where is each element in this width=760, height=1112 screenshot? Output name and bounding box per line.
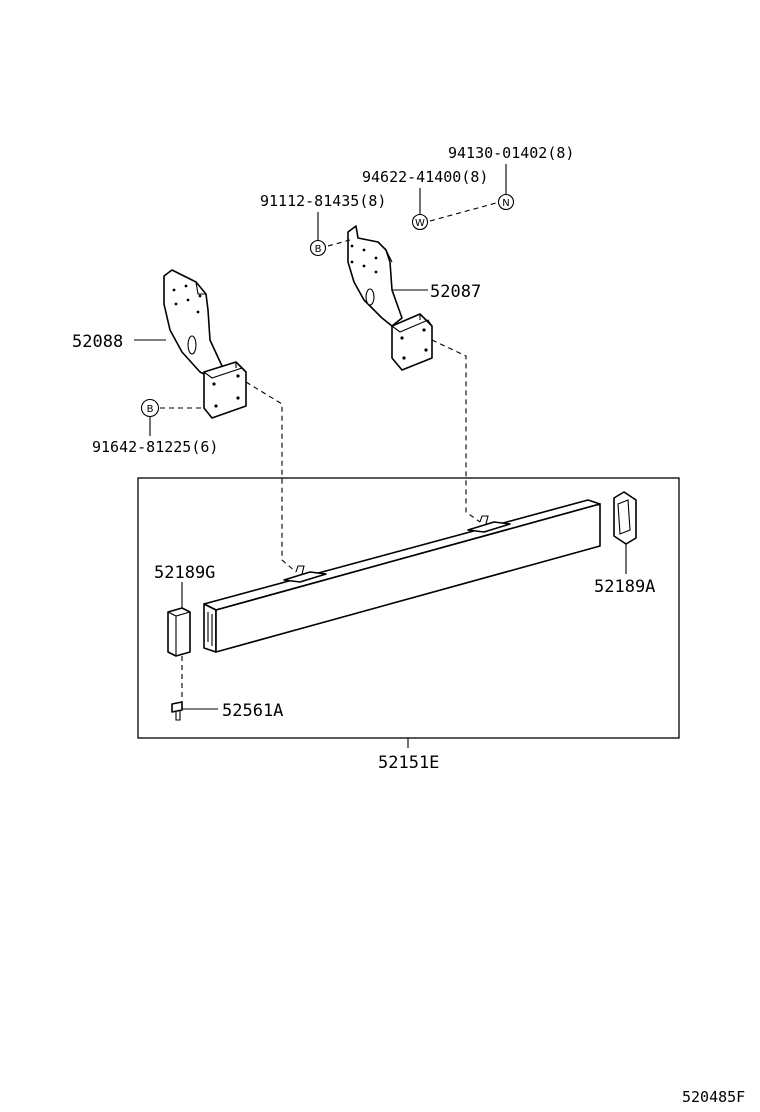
clip-52561A bbox=[171, 701, 183, 721]
bumper-bar bbox=[203, 499, 601, 653]
svg-text:B: B bbox=[147, 404, 154, 415]
svg-text:W: W bbox=[415, 218, 425, 229]
drawing-id: 520485F bbox=[682, 1088, 745, 1106]
label-52189A: 52189A bbox=[594, 577, 655, 597]
dash-right-bracket-to-bar bbox=[431, 339, 481, 523]
label-91642-81225: 91642-81225(6) bbox=[92, 438, 218, 456]
label-94130-01402: 94130-01402(8) bbox=[448, 144, 574, 162]
dash-left-bracket-to-bar bbox=[245, 381, 297, 573]
pad-52189G bbox=[167, 607, 191, 657]
bracket-52087 bbox=[347, 225, 433, 371]
symbol-n: N bbox=[497, 193, 515, 211]
symbol-b-top: B bbox=[309, 239, 327, 257]
bracket-52088 bbox=[163, 269, 247, 419]
symbol-w: W bbox=[411, 213, 429, 231]
symbol-b-left: B bbox=[140, 398, 160, 418]
label-52151E: 52151E bbox=[378, 753, 439, 773]
label-91112-81435: 91112-81435(8) bbox=[260, 192, 386, 210]
dash-bolt-chain bbox=[327, 202, 497, 247]
svg-text:N: N bbox=[502, 198, 509, 209]
label-52087: 52087 bbox=[430, 282, 481, 302]
label-52189G: 52189G bbox=[154, 563, 215, 583]
pad-52189A bbox=[613, 491, 637, 545]
label-52088: 52088 bbox=[72, 332, 123, 352]
label-94622-41400: 94622-41400(8) bbox=[362, 168, 488, 186]
svg-text:B: B bbox=[315, 244, 322, 255]
label-52561A: 52561A bbox=[222, 701, 283, 721]
